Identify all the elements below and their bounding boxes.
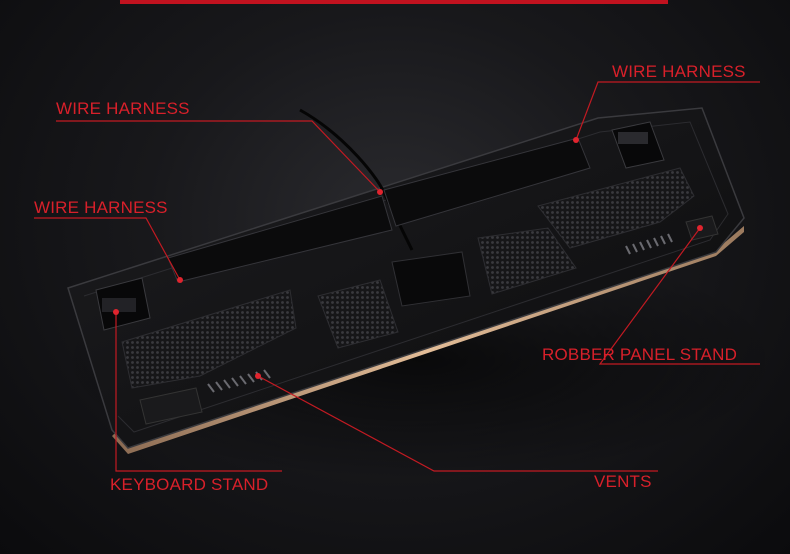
leader-keyboard-stand (115, 312, 282, 472)
label-keyboard-stand: KEYBOARD STAND (110, 475, 269, 494)
wire-channel-right (383, 137, 591, 227)
leader-robber-panel-stand (598, 227, 760, 365)
top-accent-bar (120, 0, 668, 4)
leader-wire-harness-left (34, 217, 181, 281)
label-wire-harness-left: WIRE HARNESS (34, 198, 168, 217)
callout-leaders (34, 81, 760, 472)
vent-slots-right (625, 233, 673, 255)
mesh-panel-right (537, 167, 695, 249)
body-ridge (83, 121, 729, 433)
wire-channel-left (167, 195, 393, 283)
leader-wire-harness-top-right (575, 81, 760, 141)
mesh-panel-mid-right (477, 227, 577, 295)
label-vents: VENTS (594, 472, 652, 491)
label-wire-harness-top-right: WIRE HARNESS (612, 62, 746, 81)
mesh-panel-mid-left (317, 279, 399, 349)
callout-dots (113, 137, 703, 379)
right-foot-hinge (618, 132, 648, 144)
leader-wire-harness-center (56, 120, 381, 193)
rubber-pad-left (139, 387, 203, 425)
leader-vents (257, 375, 658, 472)
label-robber-panel-stand: ROBBER PANEL STAND (542, 345, 738, 364)
mesh-panel-left (121, 289, 297, 389)
label-wire-harness-center: WIRE HARNESS (56, 99, 190, 118)
left-foot-hinge (102, 298, 136, 312)
center-panel (391, 251, 471, 307)
cable (299, 108, 414, 251)
